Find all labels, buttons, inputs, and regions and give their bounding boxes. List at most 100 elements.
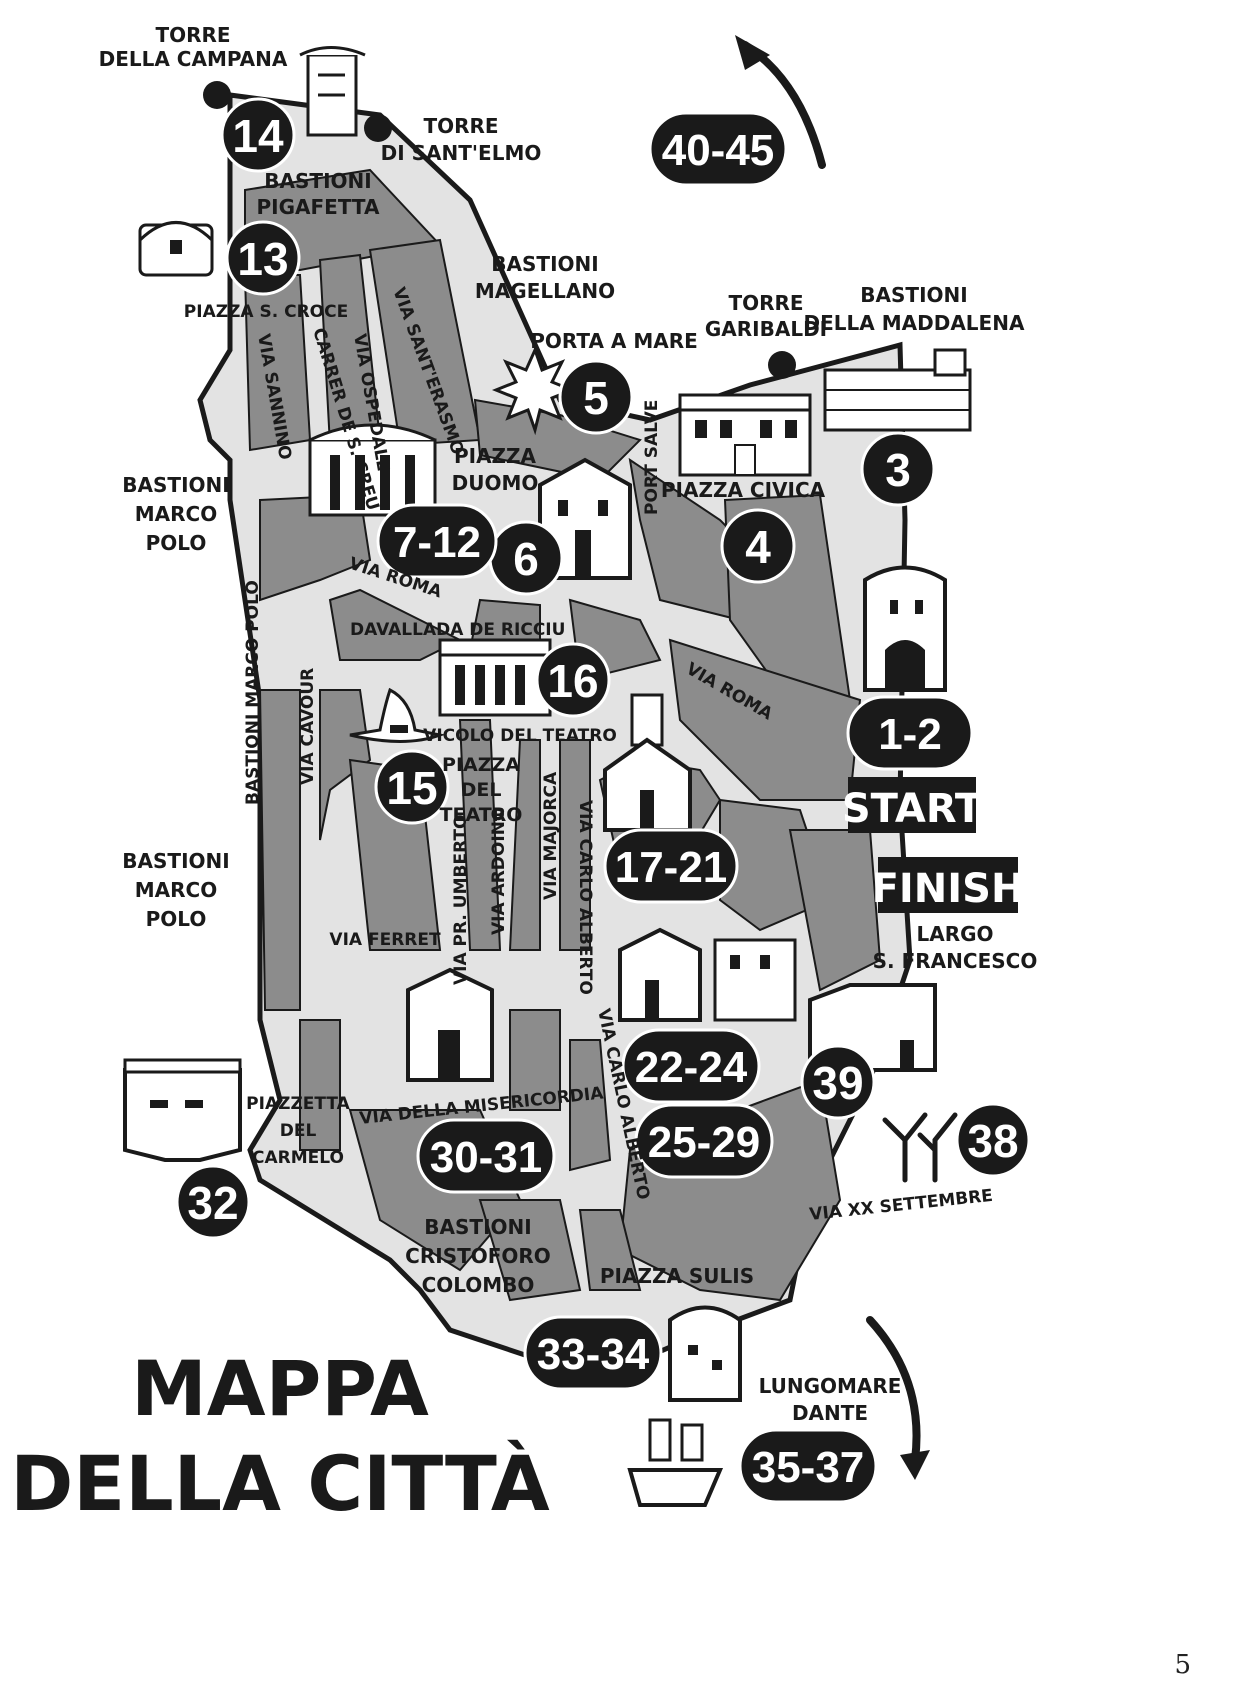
treasure-chest-icon (138, 221, 214, 277)
label-bastioni-marco-polo-a2: MARCO (135, 502, 217, 526)
label-bastioni-marco-polo-a1: BASTIONI (122, 473, 229, 497)
fortress-icon (823, 348, 972, 432)
cathedral-icon (308, 423, 437, 517)
label-bastioni-pigafetta-1: BASTIONI (264, 169, 371, 193)
marker-16-label: 16 (547, 655, 598, 707)
label-piazza-civica: PIAZZA CIVICA (661, 478, 826, 502)
arrow-icon-2 (866, 1316, 921, 1464)
castle-tower-icon (299, 46, 366, 137)
marker-25-29-label: 25-29 (648, 1118, 761, 1167)
marker-5-label: 5 (583, 372, 609, 424)
marker-25-29[interactable]: 25-29 (634, 1103, 774, 1179)
marker-40-45[interactable]: 40-45 (648, 111, 788, 187)
marker-17-21[interactable]: 17-21 (603, 828, 739, 904)
label-torre-elmo-2: DI SANT'ELMO (381, 141, 542, 165)
label-piazza-teatro-2: DEL (461, 779, 502, 801)
marker-40-45-label: 40-45 (662, 126, 775, 175)
marker-32[interactable]: 32 (175, 1164, 251, 1240)
finish-banner: FINISH (872, 857, 1025, 913)
label-bastioni-marco-polo-vert: BASTIONI MARCO POLO (243, 580, 263, 805)
label-torre-campana-1: TORRE (155, 23, 230, 47)
torre-garibaldi-dot (768, 351, 796, 379)
marker-14[interactable]: 14 (220, 97, 296, 173)
torre-campana-dot (203, 81, 231, 109)
marker-1-2-label: 1-2 (878, 710, 942, 759)
marker-35-37-label: 35-37 (752, 1443, 865, 1492)
label-largo-francesco-1: LARGO (916, 922, 993, 946)
marker-30-31-label: 30-31 (430, 1133, 543, 1182)
label-vicolo-teatro: VICOLO DEL TEATRO (423, 726, 617, 746)
marker-3[interactable]: 3 (860, 431, 936, 507)
label-piazzetta-carmelo-1: PIAZZETTA (246, 1094, 350, 1114)
marker-22-24[interactable]: 22-24 (621, 1028, 761, 1104)
label-via-carlo-alberto-1: VIA CARLO ALBERTO (575, 800, 595, 995)
marker-5[interactable]: 5 (558, 359, 634, 435)
label-torre-campana-2: DELLA CAMPANA (99, 47, 288, 71)
map-title-line2: DELLA CITTÀ (10, 1439, 550, 1528)
label-bastioni-maddalena-2: DELLA MADDALENA (804, 311, 1025, 335)
marker-39-label: 39 (812, 1057, 863, 1109)
marker-17-21-label: 17-21 (615, 843, 728, 892)
label-bastioni-marco-polo-b3: POLO (146, 907, 207, 931)
marker-35-37[interactable]: 35-37 (738, 1428, 878, 1504)
marker-22-24-label: 22-24 (635, 1043, 748, 1092)
marker-39[interactable]: 39 (800, 1044, 876, 1120)
witch-hat-icon (349, 687, 446, 743)
theatre-icon (438, 638, 552, 717)
marker-38[interactable]: 38 (955, 1102, 1031, 1178)
marker-30-31[interactable]: 30-31 (416, 1118, 556, 1194)
label-bastioni-colombo-1: BASTIONI (424, 1215, 531, 1239)
label-piazza-s-croce: PIAZZA S. CROCE (184, 302, 348, 322)
label-via-umberto: VIA PR. UMBERTO (451, 815, 471, 985)
marker-6[interactable]: 6 (488, 520, 564, 596)
marker-13-label: 13 (237, 233, 288, 285)
label-porta-a-mare: PORTA A MARE (530, 329, 698, 353)
label-torre-garibaldi-2: GARIBALDI (705, 317, 827, 341)
arrow-head-icon (735, 35, 770, 70)
label-torre-garibaldi-1: TORRE (728, 291, 803, 315)
marker-4-label: 4 (745, 521, 771, 573)
marker-33-34-label: 33-34 (537, 1330, 650, 1379)
label-via-majorca: VIA MAJORCA (541, 771, 561, 900)
label-bastioni-marco-polo-a3: POLO (146, 531, 207, 555)
round-tower-icon-2 (668, 1305, 742, 1402)
marker-16[interactable]: 16 (535, 642, 611, 718)
label-piazzetta-carmelo-3: CARMELO (252, 1148, 344, 1168)
marker-7-12-label: 7-12 (393, 518, 481, 567)
label-bastioni-colombo-2: CRISTOFORO (405, 1244, 551, 1268)
marker-15-label: 15 (386, 762, 437, 814)
label-piazza-duomo-2: DUOMO (452, 471, 539, 495)
marker-6-label: 6 (513, 533, 539, 585)
marker-7-12[interactable]: 7-12 (376, 503, 498, 579)
marker-33-34[interactable]: 33-34 (523, 1315, 663, 1391)
marker-32-label: 32 (187, 1177, 238, 1229)
label-lungomare-2: DANTE (792, 1401, 868, 1425)
finish-label: FINISH (872, 866, 1025, 912)
coral-icon (882, 1112, 958, 1183)
marker-1-2[interactable]: 1-2 (846, 695, 974, 771)
label-largo-francesco-2: S. FRANCESCO (873, 949, 1038, 973)
label-via-ardoino: VIA ARDOINO (489, 807, 509, 935)
marker-3-label: 3 (885, 444, 911, 496)
page-number: 5 (1174, 1650, 1191, 1680)
label-lungomare-1: LUNGOMARE (759, 1374, 902, 1398)
marker-15[interactable]: 15 (374, 749, 450, 825)
place-labels: TORRE DELLA CAMPANA TORRE DI SANT'ELMO B… (99, 23, 1038, 1425)
label-bastioni-pigafetta-2: PIGAFETTA (257, 195, 381, 219)
label-port-salve: PORT SALVE (642, 400, 662, 515)
marker-4[interactable]: 4 (720, 508, 796, 584)
marker-14-label: 14 (232, 110, 284, 162)
marker-38-label: 38 (967, 1115, 1018, 1167)
marker-13[interactable]: 13 (225, 220, 301, 296)
label-bastioni-colombo-3: COLOMBO (422, 1273, 535, 1297)
ship-icon (627, 1418, 724, 1507)
label-piazza-teatro-1: PIAZZA (442, 754, 520, 776)
label-davallada: DAVALLADA DE RICCIU (350, 620, 565, 640)
label-torre-elmo-1: TORRE (423, 114, 498, 138)
label-piazza-teatro-3: TEATRO (440, 804, 523, 826)
church-icon-3 (406, 967, 494, 1082)
palazzo-icon (678, 393, 812, 477)
label-piazza-sulis: PIAZZA SULIS (600, 1264, 754, 1288)
label-bastioni-maddalena-1: BASTIONI (860, 283, 967, 307)
